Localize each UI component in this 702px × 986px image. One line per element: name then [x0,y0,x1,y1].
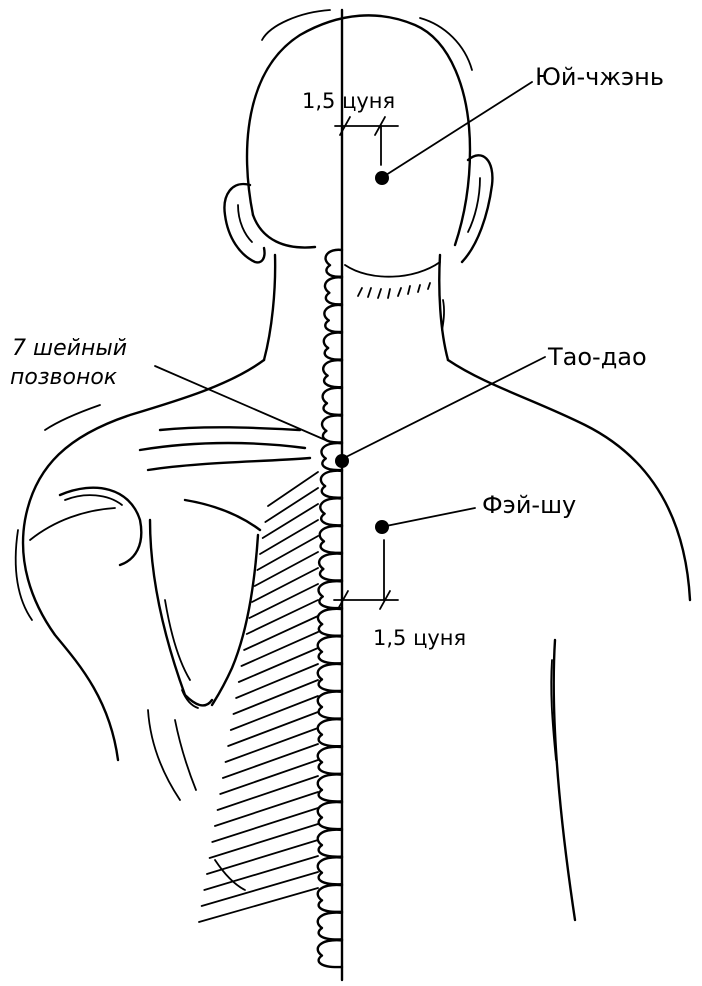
vertebra [318,913,342,940]
hatch-stroke [231,696,318,730]
hatch-stroke [255,552,318,586]
vertebra [318,857,342,884]
vertebra [318,885,342,912]
vertebra-annotation-line2: позвонок [10,365,118,390]
torso-outline [16,360,690,920]
vertebra [325,277,342,304]
hatch-stroke [239,648,318,682]
left-ear [224,184,264,262]
vertebra [324,333,342,360]
hatch-stroke [257,536,318,570]
vertebra [320,498,342,525]
point-fei-shu-dot [375,520,389,534]
point-fei-shu: Фэй-шу [375,491,576,534]
hatch-stroke [247,600,318,634]
hatch-stroke [220,760,318,794]
vertebra [318,609,342,636]
hatch-stroke [236,664,318,698]
hatch-stroke [265,488,318,522]
back-measure-label: 1,5 цуня [373,626,466,650]
vertebra [321,471,342,498]
hatch-stroke [226,728,318,762]
point-tao-dao-label: Тао-дао [547,343,647,371]
hatch-stroke [241,632,318,666]
hatch-stroke [218,776,318,810]
vertebra [318,830,342,857]
back-measurement-marker: 1,5 цуня [334,540,466,650]
vertebra [320,526,342,553]
hatch-stroke [212,808,318,842]
vertebra [318,747,342,774]
vertebra-annotation-leader [155,366,330,442]
scapula [30,427,310,890]
vertebra [323,388,342,415]
vertebra [323,360,342,387]
vertebra [324,305,342,332]
vertebra [318,636,342,663]
head [247,10,472,248]
point-fei-shu-label: Фэй-шу [482,491,576,519]
hatch-stroke [260,520,318,554]
point-fei-shu-leader [386,508,475,526]
head-measurement-marker: 1,5 цуня [302,89,398,165]
vertebra [318,940,342,967]
hatch-stroke [228,712,318,746]
hatch-stroke [210,824,318,858]
vertebra [318,802,342,829]
head-measure-label: 1,5 цуня [302,89,395,113]
hairline [345,262,440,298]
hatch-stroke [207,840,318,874]
vertebra [319,554,342,581]
hatch-stroke [233,680,318,714]
hatch-stroke [263,504,318,538]
point-yu-zhen-leader [386,82,532,175]
vertebra-annotation: 7 шейный позвонок [10,336,330,442]
hatch-stroke [223,744,318,778]
point-tao-dao: Тао-дао [335,343,647,468]
hatch-stroke [252,568,318,602]
vertebra [318,774,342,801]
point-yu-zhen: Юй-чжэнь [375,63,664,185]
hatch-stroke [268,472,318,506]
vertebra [326,250,342,277]
vertebra [318,664,342,691]
vertebra [319,581,342,608]
vertebra [318,692,342,719]
hatch-stroke [204,856,318,890]
point-tao-dao-leader [344,357,545,458]
hatch-stroke [244,616,318,650]
vertebra [318,719,342,746]
hatch-stroke [215,792,318,826]
point-yu-zhen-dot [375,171,389,185]
spine [318,10,342,980]
hatch-stroke [249,584,318,618]
hatch-stroke [199,888,318,922]
vertebra-annotation-line1: 7 шейный [12,336,127,361]
vertebra [322,415,342,442]
hatch-stroke [202,872,318,906]
point-yu-zhen-label: Юй-чжэнь [535,63,664,91]
right-ear [462,155,492,262]
